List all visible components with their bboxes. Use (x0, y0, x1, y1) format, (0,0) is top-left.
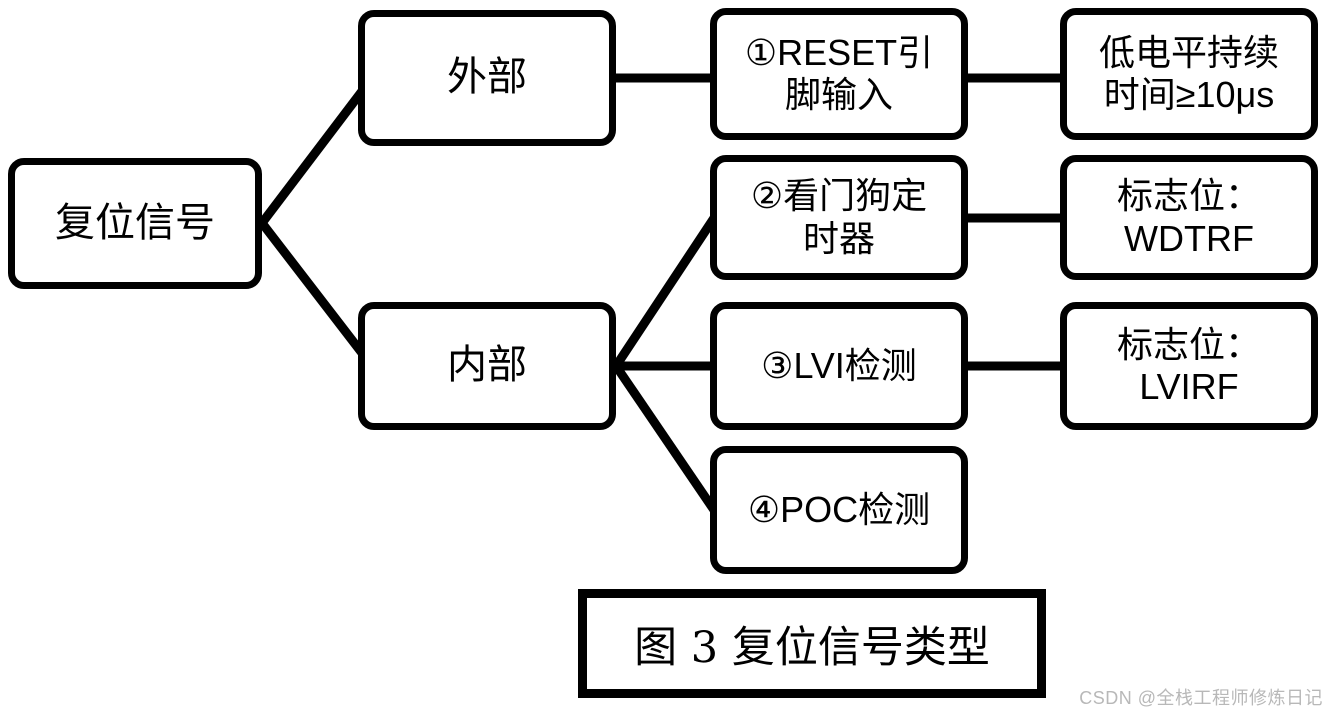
node-lvi-detection-label: ③LVI检测 (761, 344, 917, 386)
edge-internal-to-poc (612, 363, 718, 513)
node-low-level-duration-label: 低电平持续 时间≥10μs (1098, 31, 1279, 115)
node-reset-signal-label: 复位信号 (55, 199, 215, 246)
node-reset-pin-input[interactable]: ①RESET引 脚输入 (710, 8, 968, 140)
watermark: CSDN @全栈工程师修炼日记 (1079, 688, 1323, 708)
node-watchdog-timer-label: ②看门狗定 时器 (750, 175, 928, 259)
node-internal[interactable]: 内部 (358, 302, 616, 430)
node-flag-wdtrf-label: 标志位： WDTRF (1116, 175, 1261, 259)
node-low-level-duration[interactable]: 低电平持续 时间≥10μs (1060, 8, 1318, 140)
edge-internal-to-watchdog (612, 215, 718, 369)
node-reset-pin-input-label: ①RESET引 脚输入 (744, 31, 934, 115)
node-lvi-detection[interactable]: ③LVI检测 (710, 302, 968, 430)
edge-root-to-internal (258, 220, 376, 369)
node-flag-wdtrf[interactable]: 标志位： WDTRF (1060, 155, 1318, 280)
node-flag-lvirf[interactable]: 标志位： LVIRF (1060, 302, 1318, 430)
node-external-label: 外部 (447, 54, 527, 101)
node-watchdog-timer[interactable]: ②看门狗定 时器 (710, 155, 968, 280)
node-reset-signal[interactable]: 复位信号 (8, 158, 262, 289)
node-internal-label: 内部 (447, 342, 527, 389)
node-flag-lvirf-label: 标志位： LVIRF (1116, 323, 1261, 407)
figure-caption-text: 图 3 复位信号类型 (634, 622, 990, 673)
edge-root-to-external (258, 75, 376, 226)
node-external[interactable]: 外部 (358, 10, 616, 146)
node-poc-detection[interactable]: ④POC检测 (710, 446, 968, 574)
node-poc-detection-label: ④POC检测 (747, 488, 931, 530)
figure-caption-box: 图 3 复位信号类型 (578, 589, 1046, 698)
